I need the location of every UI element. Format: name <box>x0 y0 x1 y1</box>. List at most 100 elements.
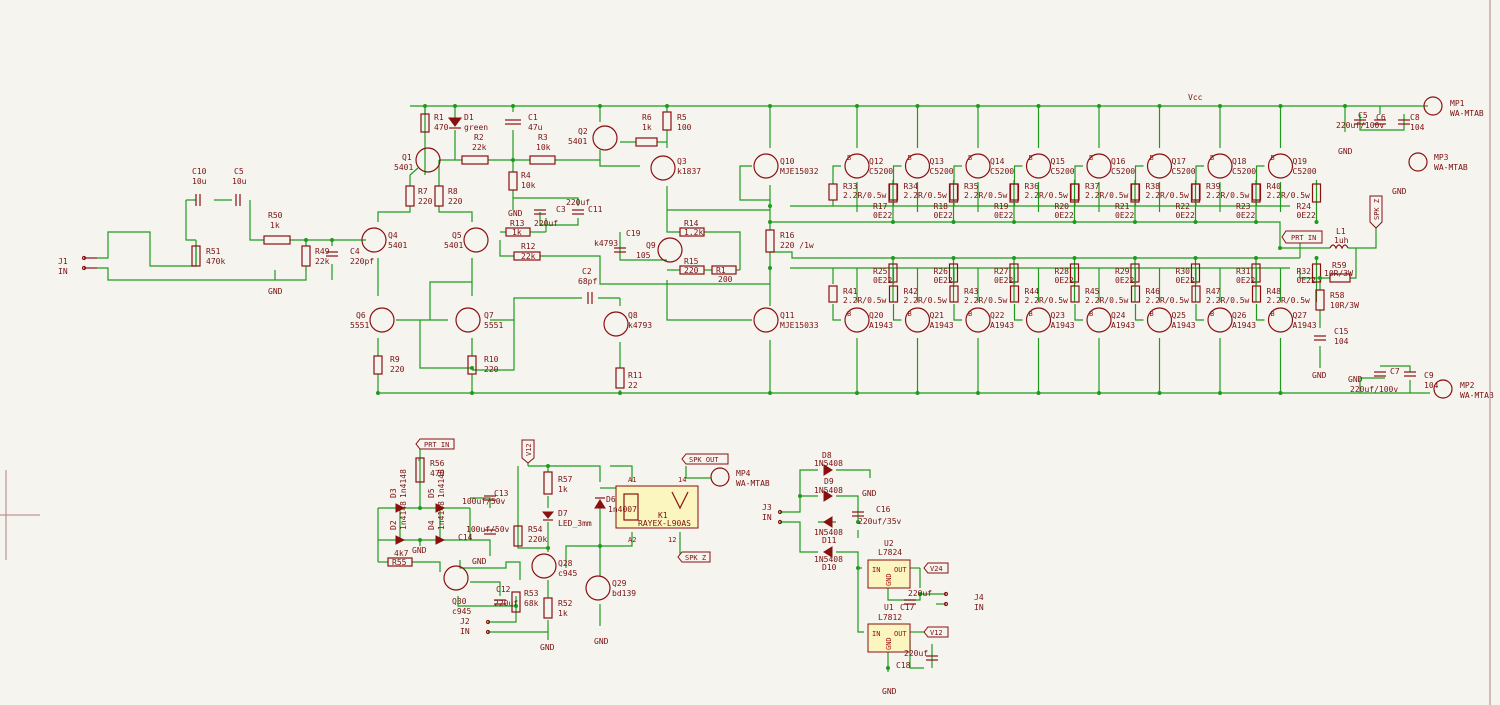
pnp-r1-val: 2.2R/0.5w <box>1267 296 1311 305</box>
pnp-q-ref: Q20 <box>869 311 884 320</box>
c13-ref: C13 <box>494 489 509 498</box>
c7-val: 220uf/100v <box>1350 385 1398 394</box>
u1-ref: U1 <box>884 603 894 612</box>
npn-r1-ref: R36 <box>1025 182 1040 191</box>
protection-wiring <box>377 448 712 640</box>
c4-ref: C4 <box>350 247 360 256</box>
svg-text:SPK Z: SPK Z <box>685 554 706 562</box>
q1-ref: Q1 <box>402 153 412 162</box>
pnp-r1-ref: R42 <box>904 287 919 296</box>
r51-val: 470k <box>206 257 225 266</box>
c14-ref: C14 <box>458 533 473 542</box>
k1-pin-a1: A1 <box>628 476 636 484</box>
r54-ref: R54 <box>528 525 543 534</box>
r2-val: 22k <box>472 143 487 152</box>
npn-q-ref: Q18 <box>1232 157 1247 166</box>
j1-connector <box>81 255 97 271</box>
c19-val: 105 <box>636 251 651 260</box>
gnd-c14: GND <box>472 557 487 566</box>
c11-ref: C11 <box>588 205 603 214</box>
base-resistor-symbol <box>828 285 838 303</box>
r55-val: 4k7 <box>394 549 409 558</box>
pnp-q-ref: Q22 <box>990 311 1005 320</box>
npn-transistor-symbol <box>1025 153 1052 179</box>
q7-ref: Q7 <box>484 311 494 320</box>
pnp-q-val: A1943 <box>1051 321 1075 330</box>
npn-pin-b: B <box>1150 154 1154 162</box>
base-resistor-symbol <box>828 183 838 201</box>
q11-ref: Q11 <box>780 311 795 320</box>
npn-r1-val: 2.2R/0.5w <box>1267 191 1311 200</box>
gnd-r4: GND <box>508 209 523 218</box>
u2-gnd: GND <box>885 573 893 586</box>
gnd-input: GND <box>268 287 283 296</box>
mp3-pad <box>1408 152 1428 172</box>
r13-val: 1k <box>512 228 522 237</box>
d9-ref: D9 <box>824 477 834 486</box>
r9-ref: R9 <box>390 355 400 364</box>
cap-c1 <box>505 119 521 125</box>
r14-val: 1.2k <box>684 228 703 237</box>
d1-val: green <box>464 123 488 132</box>
wiring <box>97 105 1430 394</box>
u1-in: IN <box>872 630 880 638</box>
q1-val: 5401 <box>394 163 413 172</box>
pnp-q-val: A1943 <box>1111 321 1135 330</box>
pnp-pin-b: B <box>1210 310 1214 318</box>
npn-r2-val: 0E22 <box>1115 211 1134 220</box>
npn-r2-val: 0E22 <box>873 211 892 220</box>
c5-ref: C5 <box>234 167 244 176</box>
c10-ref: C10 <box>192 167 207 176</box>
c1-ref: C1 <box>528 113 538 122</box>
r1-ref: R1 <box>434 113 444 122</box>
u2-ref: U2 <box>884 539 894 548</box>
svg-text:PRT IN: PRT IN <box>1291 234 1316 242</box>
pnp-r2-val: 0E22 <box>1055 276 1074 285</box>
c9-ref: C9 <box>1424 371 1434 380</box>
r8-ref: R8 <box>448 187 458 196</box>
d10-val: 1N5408 <box>814 555 843 564</box>
emitter-resistor-symbol <box>1311 263 1322 283</box>
pnp-r1-ref: R45 <box>1085 287 1100 296</box>
d8-val: 1N5408 <box>814 459 843 468</box>
npn-r2-val: 0E22 <box>994 211 1013 220</box>
d10-ref: D10 <box>822 563 837 572</box>
mp4-ref: MP4 <box>736 469 751 478</box>
c18-val: 220uf <box>904 649 928 658</box>
npn-r2-ref: R19 <box>994 202 1009 211</box>
base-resistor-symbol <box>1251 285 1262 303</box>
r56-val: 470 <box>430 469 445 478</box>
pnp-transistor-symbol <box>1267 307 1294 333</box>
r2-ref: R2 <box>474 133 484 142</box>
u2-out: OUT <box>894 566 907 574</box>
npn-r1-val: 2.2R/0.5w <box>964 191 1008 200</box>
spk-z-label-top: SPK Z <box>1369 195 1383 229</box>
npn-q-ref: Q17 <box>1172 157 1187 166</box>
d6-val: 1n4007 <box>608 505 637 514</box>
mp3-val: WA-MTAB <box>1434 163 1468 172</box>
emitter-resistor-symbol <box>1311 183 1322 203</box>
pnp-r2-val: 0E22 <box>873 276 892 285</box>
npn-r2-val: 0E22 <box>1176 211 1195 220</box>
npn-r1-val: 2.2R/0.5w <box>1206 191 1250 200</box>
u1-regulator-body <box>867 623 911 653</box>
pnp-pin-b: B <box>1089 310 1093 318</box>
r1p-ref: R1 <box>716 266 726 275</box>
base-resistor-symbol <box>1009 285 1020 303</box>
r3-ref: R3 <box>538 133 548 142</box>
j2-val: IN <box>460 627 470 636</box>
base-resistor-symbol <box>1070 183 1080 201</box>
d4-ref: D4 <box>427 520 436 530</box>
r57-val: 1k <box>558 485 568 494</box>
c16-val: 220uf/35v <box>858 517 902 526</box>
r13-ref: R13 <box>510 219 525 228</box>
r49-ref: R49 <box>315 247 330 256</box>
npn-transistor-symbol <box>1146 153 1173 179</box>
r54-val: 220k <box>528 535 547 544</box>
